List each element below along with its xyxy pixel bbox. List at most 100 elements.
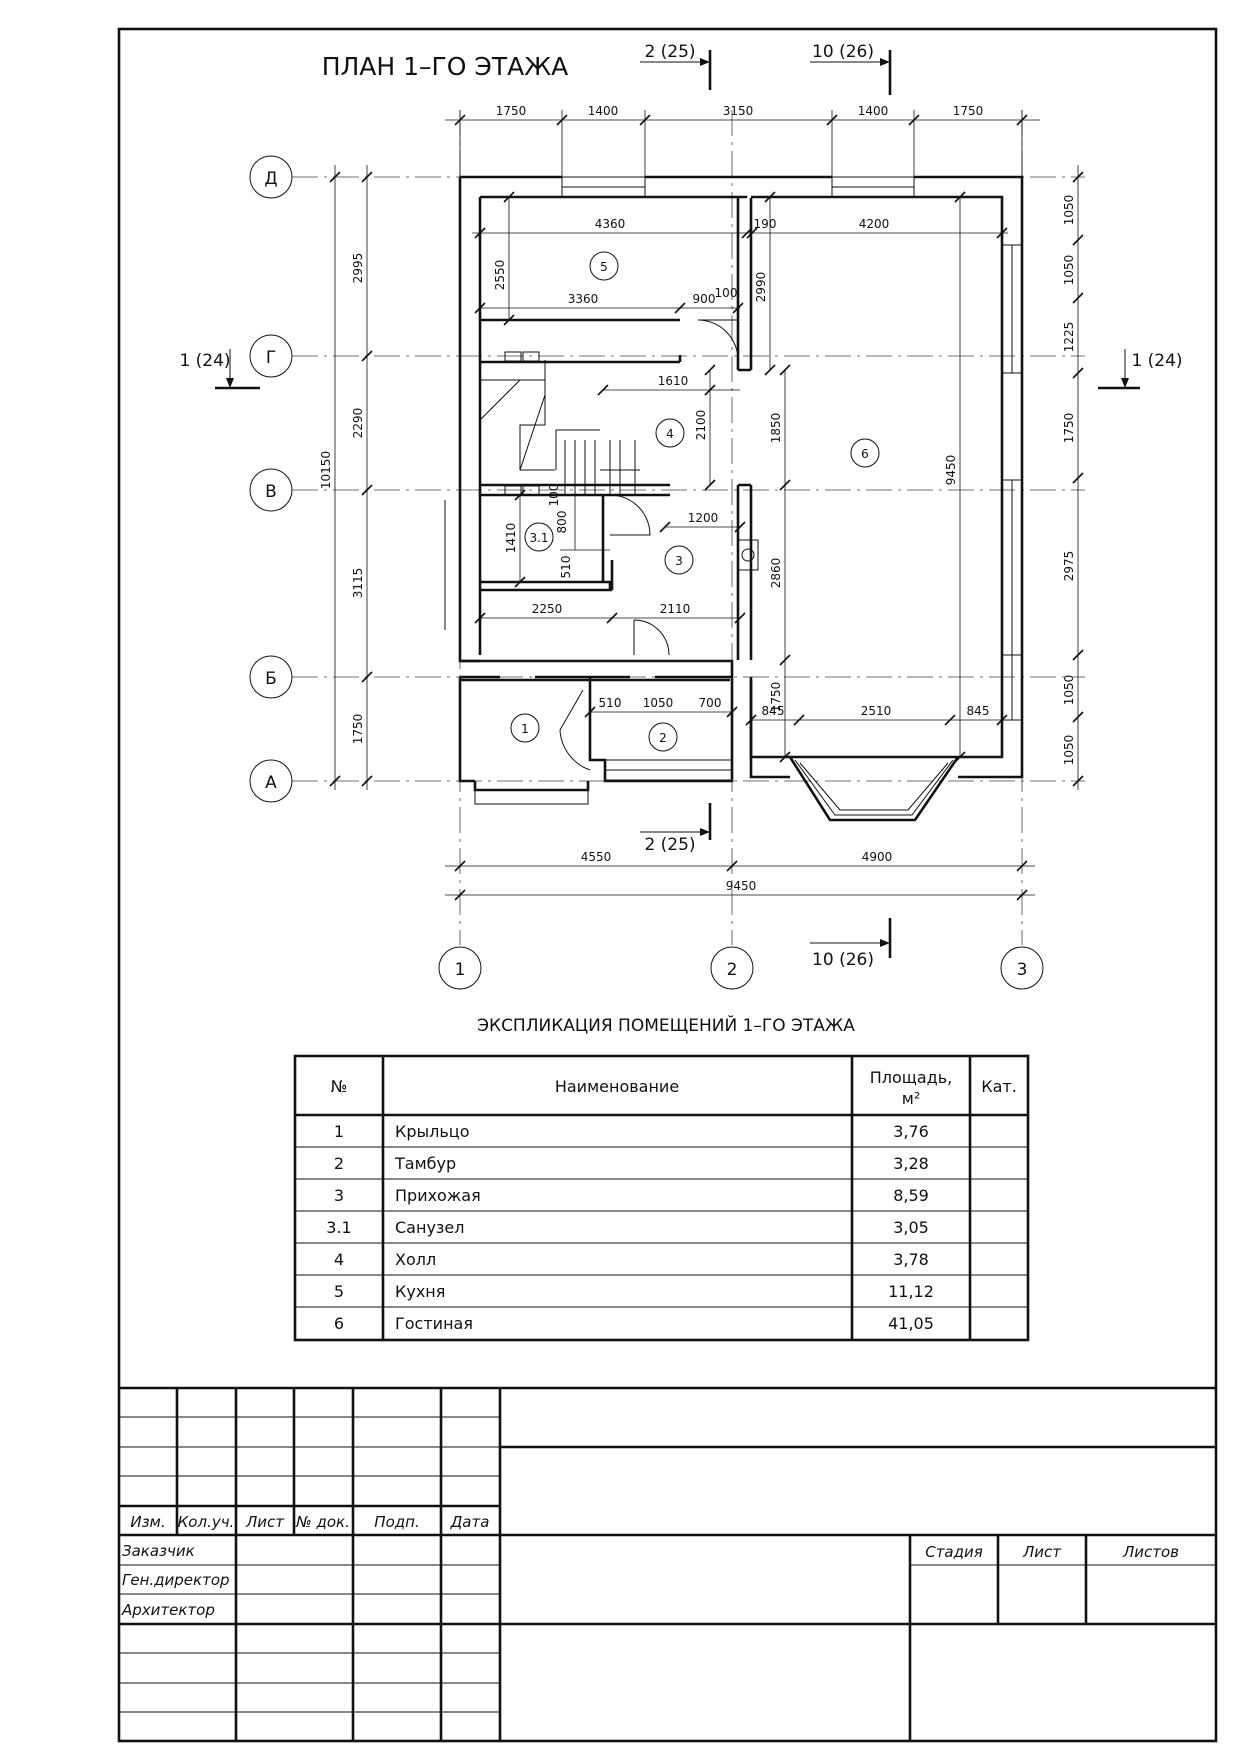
section-mark-2-bottom: 2 (25) <box>640 803 712 855</box>
dim-800: 800 <box>555 511 569 534</box>
dim-9450-vert: 9450 <box>944 455 958 486</box>
stamp-col-kol: Кол.уч. <box>178 1513 235 1531</box>
dim-left-2: 2290 <box>351 408 365 439</box>
dim-right-3: 1225 <box>1062 322 1076 353</box>
stamp-col-doc: № док. <box>295 1513 350 1531</box>
stamp-role-architect: Архитектор <box>121 1601 215 1619</box>
svg-text:Тамбур: Тамбур <box>394 1154 456 1173</box>
dim-right-6: 1050 <box>1062 675 1076 706</box>
svg-text:3.1: 3.1 <box>529 531 548 545</box>
axis-bubble-col-2: 2 <box>710 946 754 990</box>
dim-2860: 2860 <box>769 558 783 589</box>
axis-bubble-row-b: Б <box>249 655 293 699</box>
room-marker-6: 6 <box>850 438 880 468</box>
dim-1750-inner: 1750 <box>769 682 783 713</box>
svg-text:3,05: 3,05 <box>893 1218 929 1237</box>
svg-text:5: 5 <box>334 1282 344 1301</box>
dim-190: 190 <box>754 217 777 231</box>
svg-text:3: 3 <box>1017 960 1028 980</box>
svg-text:1 (24): 1 (24) <box>179 351 230 371</box>
dim-3360: 3360 <box>568 292 599 306</box>
stamp-col-date: Дата <box>450 1513 490 1531</box>
room-marker-3: 3 <box>664 545 694 575</box>
stamp-col-sign: Подп. <box>374 1513 419 1531</box>
dim-left-3: 3115 <box>351 568 365 599</box>
svg-text:3,78: 3,78 <box>893 1250 929 1269</box>
dim-700: 700 <box>699 696 722 710</box>
floor-plan-walls <box>444 175 1024 822</box>
table-row: 6 Гостиная 41,05 <box>334 1314 934 1333</box>
dim-2250: 2250 <box>532 602 563 616</box>
stamp-col-list: Лист <box>245 1513 285 1531</box>
dim-right-5: 2975 <box>1062 551 1076 582</box>
dim-2100: 2100 <box>694 410 708 441</box>
svg-text:1 (24): 1 (24) <box>1131 351 1182 371</box>
axis-bubble-col-3: 3 <box>1000 946 1044 990</box>
room-marker-5: 5 <box>589 251 619 281</box>
title-block <box>119 1386 1216 1741</box>
axis-bubble-row-d: Д <box>249 155 293 199</box>
dim-1200: 1200 <box>688 511 719 525</box>
dim-kitchen-width: 4360 <box>595 217 626 231</box>
axis-bubble-row-v: В <box>249 468 293 512</box>
table-row: 5 Кухня 11,12 <box>334 1282 934 1301</box>
dim-kitchen-depth: 2550 <box>493 260 507 291</box>
dim-100b: 100 <box>547 484 561 507</box>
section-mark-10-bottom: 10 (26) <box>810 918 892 970</box>
section-mark-10-top: 10 (26) <box>810 42 892 95</box>
schedule-header-area: Площадь, <box>870 1068 953 1087</box>
dim-2990: 2990 <box>754 272 768 303</box>
svg-text:2: 2 <box>334 1154 344 1173</box>
svg-text:2: 2 <box>727 960 738 980</box>
dim-top-4: 1400 <box>858 104 889 118</box>
dim-bottom-total: 9450 <box>726 879 757 893</box>
dim-2510: 2510 <box>861 704 892 718</box>
dim-1850: 1850 <box>769 413 783 444</box>
svg-text:Санузел: Санузел <box>395 1218 464 1237</box>
svg-text:41,05: 41,05 <box>888 1314 934 1333</box>
svg-text:3.1: 3.1 <box>326 1218 351 1237</box>
grid-axes <box>292 110 1085 945</box>
svg-text:11,12: 11,12 <box>888 1282 934 1301</box>
dim-1050: 1050 <box>643 696 674 710</box>
svg-text:10 (26): 10 (26) <box>812 950 874 970</box>
svg-text:1: 1 <box>455 960 466 980</box>
svg-text:Б: Б <box>265 669 277 689</box>
schedule-title: ЭКСПЛИКАЦИЯ ПОМЕЩЕНИЙ 1–ГО ЭТАЖА <box>477 1014 855 1036</box>
dim-top-3: 3150 <box>723 104 754 118</box>
sheet-frame <box>117 27 1218 1743</box>
svg-text:2 (25): 2 (25) <box>644 835 695 855</box>
schedule-table <box>293 1054 1030 1342</box>
dim-left-4: 1750 <box>351 714 365 745</box>
dimension-lines <box>334 110 1079 896</box>
svg-text:Прихожая: Прихожая <box>395 1186 481 1205</box>
svg-text:Гостиная: Гостиная <box>395 1314 473 1333</box>
svg-text:1: 1 <box>521 722 529 736</box>
dim-left-1: 2995 <box>351 253 365 284</box>
svg-text:Крыльцо: Крыльцо <box>395 1122 469 1141</box>
table-row: 1 Крыльцо 3,76 <box>334 1122 929 1141</box>
svg-text:6: 6 <box>861 447 869 461</box>
stamp-sheet-header: Лист <box>1022 1543 1062 1561</box>
svg-text:Д: Д <box>264 169 277 189</box>
dim-top-1: 1750 <box>496 104 527 118</box>
svg-text:10 (26): 10 (26) <box>812 42 874 62</box>
dim-left-total: 10150 <box>319 451 333 489</box>
dim-right-4: 1750 <box>1062 413 1076 444</box>
schedule-header-area-unit: м² <box>902 1089 920 1108</box>
table-row: 4 Холл 3,78 <box>334 1250 929 1269</box>
svg-text:5: 5 <box>600 260 608 274</box>
table-row: 3.1 Санузел 3,05 <box>326 1218 929 1237</box>
axis-bubble-row-a: А <box>249 759 293 803</box>
section-mark-2-top: 2 (25) <box>640 42 712 90</box>
dim-bottom-1: 4550 <box>581 850 612 864</box>
stamp-role-director: Ген.директор <box>122 1571 230 1589</box>
dim-right-7: 1050 <box>1062 735 1076 766</box>
svg-text:3,76: 3,76 <box>893 1122 929 1141</box>
svg-text:2 (25): 2 (25) <box>644 42 695 62</box>
svg-text:6: 6 <box>334 1314 344 1333</box>
dim-845a: 845 <box>762 704 785 718</box>
dim-top-5: 1750 <box>953 104 984 118</box>
stamp-role-customer: Заказчик <box>122 1542 195 1560</box>
axis-bubble-col-1: 1 <box>438 946 482 990</box>
